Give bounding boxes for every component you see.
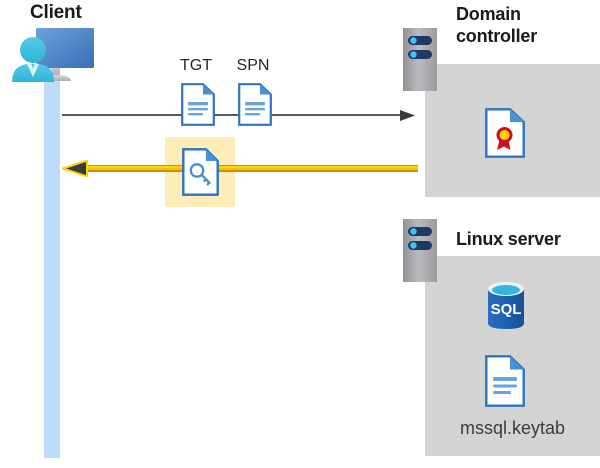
certificate-document-icon: [485, 108, 525, 163]
server-rack-icon: [403, 219, 437, 282]
spn-document-icon: [238, 83, 272, 131]
request-arrow-line: [62, 114, 407, 116]
response-arrow-head: [59, 159, 88, 182]
keytab-filename-label: mssql.keytab: [459, 418, 566, 438]
tgt-document-icon: [181, 83, 215, 131]
document-key-icon: [182, 148, 219, 201]
server-rack-icon: [403, 28, 437, 91]
sql-icon-label: SQL: [491, 301, 522, 318]
keytab-document-icon: [485, 355, 525, 412]
client-icon: [8, 24, 100, 90]
domain-controller-title: Domain controller: [456, 4, 538, 46]
client-lifeline: [44, 66, 60, 458]
sql-database-icon: SQL: [485, 281, 527, 336]
spn-label: SPN: [236, 57, 270, 74]
response-arrow-line: [82, 165, 418, 172]
client-title: Client: [30, 2, 82, 23]
tgt-label: TGT: [180, 57, 212, 74]
linux-server-title: Linux server: [456, 229, 561, 249]
request-arrow-head: [400, 108, 416, 128]
